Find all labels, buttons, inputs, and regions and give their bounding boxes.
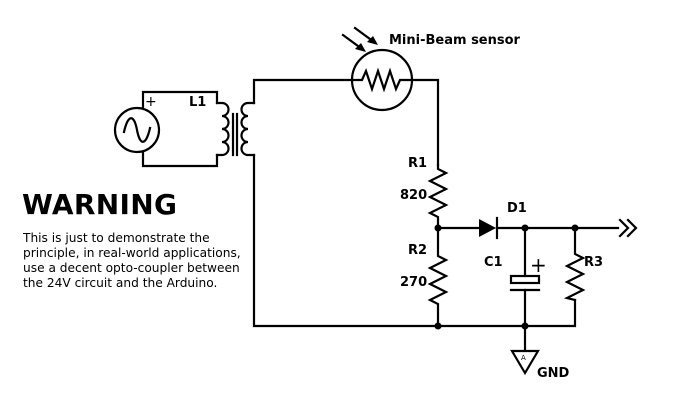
wire-secondary-top [252,78,354,105]
resistor-r3: R3 [563,226,603,302]
double-chevron-right-icon [618,218,638,238]
warning-body: This is just to demonstrate the principl… [23,231,241,290]
capacitor-c1: + C1 [484,226,547,352]
ground-marker: A [521,354,526,362]
diode-d1: D1 [436,201,527,240]
ac-polarity-plus: + [145,94,157,110]
r2-zigzag [427,226,449,328]
warning-title: WARNING [22,188,178,221]
resistor-r1: R1 820 [400,156,449,230]
c1-positive-plate [509,274,541,285]
secondary-coil [240,101,256,157]
c1-polarity-plus: + [530,253,547,277]
r1-value: 820 [400,188,427,203]
gnd-label: GND [537,366,570,381]
sensor-label: Mini-Beam sensor [389,33,521,48]
r1-zigzag [427,163,449,230]
sine-wave-icon [122,117,152,143]
primary-coil [215,101,230,157]
d1-label: D1 [507,201,527,216]
wire-primary-bottom [141,150,219,168]
ac-source-circle [113,106,161,154]
wire-primary-top [141,90,219,110]
ground-triangle-icon [510,349,540,376]
mini-beam-sensor: Mini-Beam sensor [341,26,521,167]
transformer-l1: L1 [189,95,256,157]
r2-value: 270 [400,275,427,290]
sensor-resistor [350,67,440,167]
r2-label: R2 [408,243,427,258]
wire-return-bottom [252,153,577,328]
diode-triangle [479,219,496,237]
junction-node [521,322,529,330]
r1-label: R1 [408,156,427,171]
transformer-label: L1 [189,95,206,110]
junction-node [434,322,442,330]
ac-source: + [113,94,161,154]
resistor-r2: R2 270 [400,226,449,328]
incident-light-arrows-icon [341,26,378,52]
r3-label: R3 [584,255,603,270]
ground-symbol: A GND [510,349,570,381]
r3-zigzag [563,226,586,302]
c1-label: C1 [484,255,503,270]
